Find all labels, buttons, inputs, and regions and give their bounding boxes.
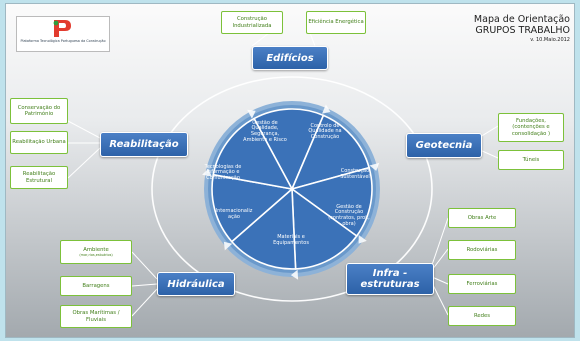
connector-infra-2 xyxy=(431,248,449,271)
segment-label-gestao-construcao: Gestão de Construção (contratos, proj., … xyxy=(328,203,370,227)
title-line2: GRUPOS TRABALHO xyxy=(475,25,570,36)
connector-hidraulica-2 xyxy=(131,283,158,287)
segment-label-internacionalizacao: Internacionaliz ação xyxy=(215,208,253,220)
group-fundacoes[interactable]: Fundações, (contenções e consolidação ) xyxy=(498,113,564,142)
wheel-segment-controlo-qualidade xyxy=(290,114,371,191)
ring-arrow-controlo-qualidade xyxy=(369,162,380,171)
group-eficiencia-energetica[interactable]: Eficiência Energética xyxy=(306,11,366,34)
connector-infra-3 xyxy=(431,276,449,285)
group-tuneis[interactable]: Túneis xyxy=(498,150,564,170)
group-reabilitacao-urbana[interactable]: Reabilitação Urbana xyxy=(10,131,68,154)
group-ambiente-label: Ambiente xyxy=(83,246,109,253)
group-ambiente-text: Ambiente (mar,rios,estuários) xyxy=(79,247,112,257)
hub-infraestruturas-line2: estruturas xyxy=(360,279,420,290)
hub-edificios[interactable]: Edifícios xyxy=(252,46,328,70)
segment-label-construcao-sustentavel: Construção Sustentável xyxy=(340,168,370,180)
ptpc-logo-mark xyxy=(53,20,71,37)
group-conservacao-patrimonio[interactable]: Conservação do Património xyxy=(10,98,68,124)
wheel-segment-materiais xyxy=(230,187,297,270)
group-barragens[interactable]: Barragens xyxy=(60,276,132,296)
hub-reabilitacao[interactable]: Reabilitação xyxy=(100,132,188,157)
wheel-segment-construcao-sustentavel xyxy=(290,166,373,238)
group-construcao-industrializada[interactable]: Construção Industrializada xyxy=(221,11,283,34)
connector-hidraulica-1 xyxy=(131,251,158,280)
group-reabilitacao-estrutural[interactable]: Reabilitação Estrutural xyxy=(10,166,68,189)
ring-arrow-gestao-construcao xyxy=(290,269,299,280)
connector-geotecnia-2 xyxy=(479,149,499,159)
segment-label-materiais: Materiais e Equipamentos xyxy=(273,234,309,246)
connector-reabilitacao-1 xyxy=(67,120,101,139)
hub-hidraulica[interactable]: Hidráulica xyxy=(157,272,235,296)
wheel-segment-gestao-construcao xyxy=(291,187,358,270)
version-label: v. 10.Maio.2012 xyxy=(530,37,570,43)
group-ambiente[interactable]: Ambiente (mar,rios,estuários) xyxy=(60,240,132,264)
ring-arrow-tecnologias xyxy=(247,109,256,119)
connectors xyxy=(67,32,499,317)
group-ambiente-sub: (mar,rios,estuários) xyxy=(79,253,113,258)
wheel-segments xyxy=(202,104,380,280)
ptpc-logo-text: Plataforma Tecnológica Portuguesa da Con… xyxy=(20,39,106,43)
connector-reabilitacao-3 xyxy=(67,147,101,179)
segment-label-tecnologias: Tecnologias de Informação e Comunicação xyxy=(204,163,242,181)
ring-arrow-internacionalizacao xyxy=(202,168,212,177)
wheel-segment-tecnologias xyxy=(212,117,294,191)
connector-infra-4 xyxy=(431,282,449,316)
wheel-segment-gestao-qualidade xyxy=(253,108,325,191)
title-line1: Mapa de Orientação xyxy=(473,14,570,25)
group-ferroviarias[interactable]: Ferroviárias xyxy=(448,274,516,294)
connector-geotecnia-1 xyxy=(479,125,499,138)
segment-label-controlo-qualidade: Controlo de Qualidade na Construção xyxy=(308,122,342,140)
connector-edificios-2 xyxy=(309,32,316,47)
segment-label-gestao-qualidade: Gestão de Qualidade, Segurança, Ambiente… xyxy=(243,119,287,143)
connector-edificios-1 xyxy=(251,32,270,47)
group-redes[interactable]: Redes xyxy=(448,306,516,326)
wheel-segment-internacionalizacao xyxy=(211,173,294,243)
orbit-ellipse xyxy=(151,76,433,302)
hub-infraestruturas[interactable]: Infra - estruturas xyxy=(346,263,434,295)
hub-infraestruturas-line1: Infra - xyxy=(372,268,408,279)
ring-arrow-materiais xyxy=(223,241,233,251)
group-rodoviarias[interactable]: Rodoviárias xyxy=(448,240,516,260)
connector-hidraulica-3 xyxy=(131,288,158,317)
group-obras-maritimas[interactable]: Obras Marítimas / Fluviais xyxy=(60,305,132,328)
connector-infra-1 xyxy=(431,217,449,266)
ring-arrow-gestao-qualidade xyxy=(322,104,331,114)
ptpc-logo: Plataforma Tecnológica Portuguesa da Con… xyxy=(16,16,110,52)
hub-geotecnia[interactable]: Geotecnia xyxy=(406,133,482,158)
title-block: Mapa de Orientação GRUPOS TRABALHO v. 10… xyxy=(474,14,570,44)
group-obras-arte[interactable]: Obras Arte xyxy=(448,208,516,228)
ring-arrow-construcao-sustentavel xyxy=(358,235,367,244)
